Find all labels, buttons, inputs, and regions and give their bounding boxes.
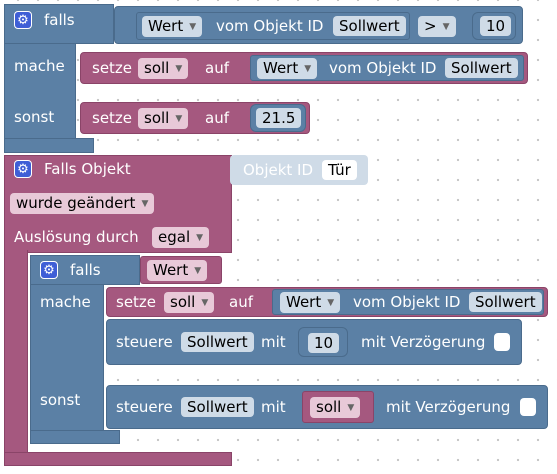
object-id-field[interactable]: Sollwert <box>181 397 254 417</box>
if-label: falls <box>44 11 75 29</box>
delay-label: mit Verzögerung <box>386 398 511 416</box>
trigger-dropdown[interactable]: egal▼ <box>152 227 210 248</box>
chevron-down-icon: ▼ <box>196 233 204 243</box>
value-dropdown[interactable]: Wert▼ <box>257 58 318 79</box>
then-label: mache <box>14 57 65 75</box>
to-label: auf <box>229 293 253 311</box>
value-dropdown[interactable]: Wert▼ <box>142 16 203 37</box>
variable-dropdown[interactable]: soll▼ <box>138 108 189 129</box>
number-field[interactable]: 10 <box>308 333 340 353</box>
object-id-label: vom Objekt ID <box>216 17 324 35</box>
trigger-left-rail <box>4 250 28 460</box>
else-label: sonst <box>14 108 55 126</box>
number-field[interactable]: 21.5 <box>256 108 302 128</box>
trigger-label: Auslösung durch <box>14 228 139 246</box>
chevron-down-icon: ▼ <box>189 22 197 32</box>
set-label: setze <box>92 109 133 127</box>
object-id-label: Objekt ID <box>243 161 314 179</box>
set-label: setze <box>92 59 133 77</box>
chevron-down-icon: ▼ <box>175 114 183 124</box>
variable-dropdown[interactable]: soll▼ <box>138 58 189 79</box>
operator-dropdown[interactable]: >▼ <box>418 16 456 37</box>
delay-label: mit Verzögerung <box>361 333 486 351</box>
variable-dropdown[interactable]: Wert▼ <box>147 260 208 281</box>
variable-dropdown[interactable]: soll▼ <box>310 397 361 418</box>
object-id-label: vom Objekt ID <box>329 59 437 77</box>
gear-icon[interactable]: ⚙ <box>14 160 32 178</box>
variable-dropdown[interactable]: soll▼ <box>164 292 215 313</box>
control-label: steuere <box>116 333 173 351</box>
chevron-down-icon: ▼ <box>347 403 355 413</box>
with-label: mit <box>261 333 286 351</box>
chevron-down-icon: ▼ <box>442 22 450 32</box>
object-id-field[interactable]: Sollwert <box>469 292 542 312</box>
delay-checkbox[interactable] <box>520 398 536 416</box>
if-else-block[interactable] <box>30 255 104 443</box>
control-label: steuere <box>116 398 173 416</box>
chevron-down-icon: ▼ <box>304 64 312 74</box>
with-label: mit <box>261 398 286 416</box>
object-id-field[interactable]: Sollwert <box>445 58 518 78</box>
value-dropdown[interactable]: Wert▼ <box>280 292 341 313</box>
chevron-down-icon: ▼ <box>327 298 335 308</box>
chevron-down-icon: ▼ <box>194 266 202 276</box>
chevron-down-icon: ▼ <box>175 64 183 74</box>
if-block-footer <box>30 430 120 444</box>
delay-checkbox[interactable] <box>494 333 510 351</box>
gear-icon[interactable]: ⚙ <box>14 11 32 29</box>
gear-icon[interactable]: ⚙ <box>40 261 58 279</box>
object-id-field[interactable]: Sollwert <box>333 16 406 36</box>
object-id-field[interactable]: Sollwert <box>181 332 254 352</box>
to-label: auf <box>205 59 229 77</box>
else-label: sonst <box>40 391 81 409</box>
chevron-down-icon: ▼ <box>201 298 209 308</box>
object-id-label: vom Objekt ID <box>353 293 461 311</box>
set-label: setze <box>116 293 157 311</box>
event-dropdown[interactable]: wurde geändert▼ <box>10 193 155 214</box>
trigger-title: Falls Objekt <box>44 160 131 178</box>
if-label: falls <box>70 261 101 279</box>
trigger-footer <box>4 452 232 466</box>
then-label: mache <box>40 293 91 311</box>
number-field[interactable]: 10 <box>480 16 512 36</box>
if-block-footer <box>4 138 94 153</box>
to-label: auf <box>205 109 229 127</box>
object-id-field[interactable]: Tür <box>322 160 357 180</box>
chevron-down-icon: ▼ <box>141 199 149 209</box>
